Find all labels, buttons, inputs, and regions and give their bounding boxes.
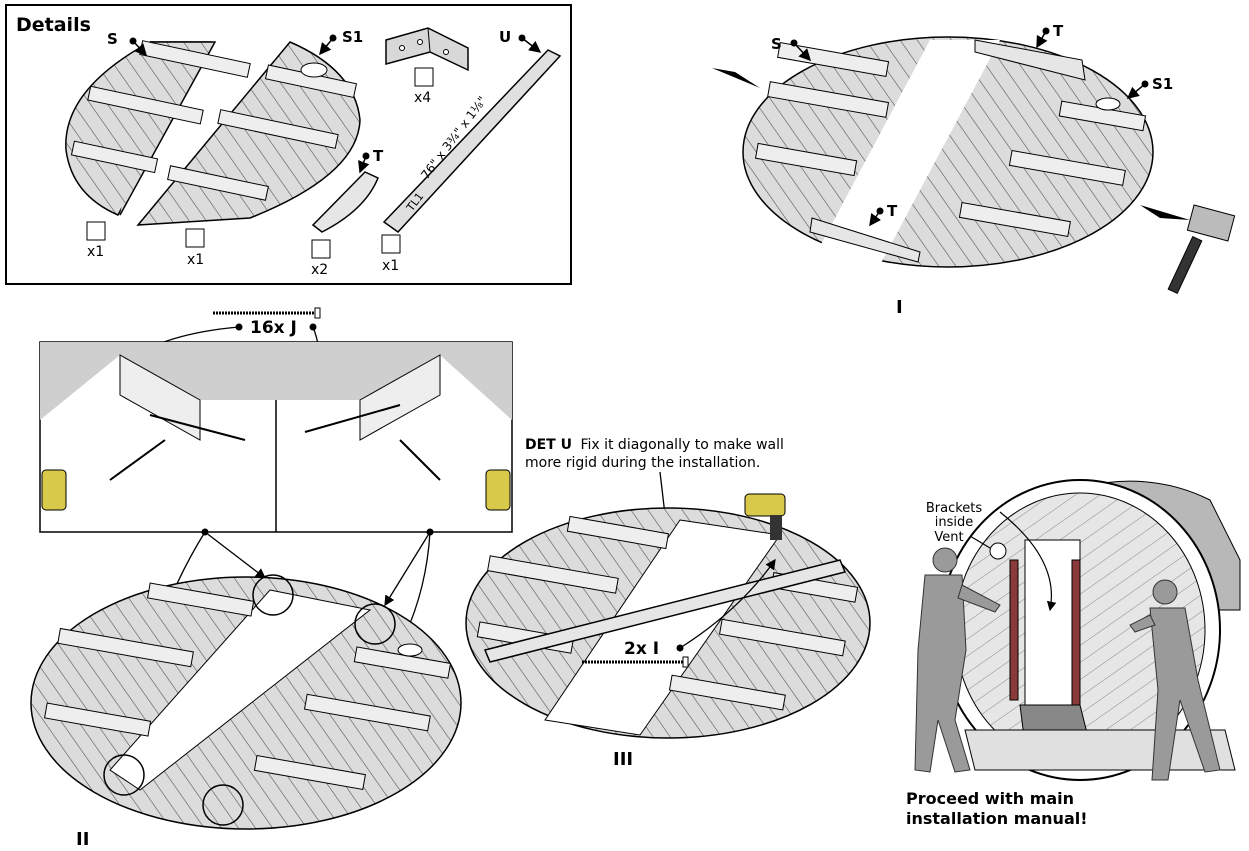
step2-screw-label: 16x J	[250, 318, 297, 338]
brackets-line1: Brackets	[926, 501, 983, 516]
brackets-line3: Vent	[934, 530, 963, 545]
det-u-note: DET U Fix it diagonally to make wall	[525, 437, 784, 453]
details-panel: Details S x1 S1 x1	[5, 4, 572, 285]
part-t: T x2	[311, 147, 384, 278]
part-s1-checkbox[interactable]	[185, 228, 205, 248]
part-u: 76" x 3¾" x 1⅛" TL1 U x1	[381, 28, 562, 274]
part-u-checkbox[interactable]	[381, 234, 401, 254]
det-u-head: DET U	[525, 437, 572, 453]
part-bracket-checkbox[interactable]	[414, 67, 434, 87]
step2-numeral: II	[76, 829, 89, 850]
part-s: S x1	[65, 30, 251, 260]
part-u-label: U	[499, 28, 511, 46]
brackets-line2: inside	[935, 515, 974, 530]
part-u-qty: x1	[382, 258, 399, 274]
part-s1: S1 x1	[136, 28, 363, 268]
final-step: Brackets inside Vent Proceed with main i…	[906, 479, 1241, 828]
part-t-label: T	[373, 147, 384, 165]
part-bracket: x4	[385, 27, 469, 106]
details-title: Details	[16, 14, 91, 36]
step3-numeral: III	[613, 749, 633, 770]
part-t-qty: x2	[311, 262, 328, 278]
step1-label-s: S	[771, 35, 782, 53]
det-u-line1: Fix it diagonally to make wall	[580, 437, 783, 453]
part-bracket-qty: x4	[414, 90, 431, 106]
part-s-label: S	[107, 30, 118, 48]
proceed-line1: Proceed with main	[906, 789, 1074, 808]
step1-numeral: I	[896, 297, 903, 318]
step1-label-t-top: T	[1053, 22, 1064, 40]
step1-label-s1: S1	[1152, 75, 1173, 93]
part-s1-label: S1	[342, 28, 363, 46]
step-1: S T S1 T I	[712, 22, 1236, 318]
part-t-checkbox[interactable]	[311, 239, 331, 259]
step-3: DET U Fix it diagonally to make wall mor…	[465, 437, 871, 770]
proceed-line2: installation manual!	[906, 809, 1088, 828]
part-s1-qty: x1	[187, 252, 204, 268]
part-s-checkbox[interactable]	[86, 221, 106, 241]
det-u-line2: more rigid during the installation.	[525, 455, 760, 471]
part-s-qty: x1	[87, 244, 104, 260]
step-2: 16x J	[30, 307, 513, 850]
step3-screw-label: 2x I	[624, 639, 659, 659]
step1-label-t-bottom: T	[887, 202, 898, 220]
